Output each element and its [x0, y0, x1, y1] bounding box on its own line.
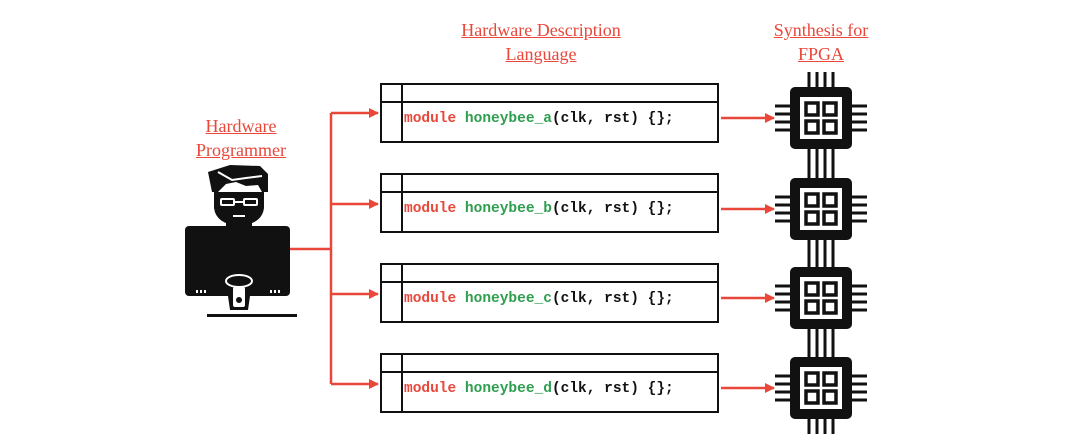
- code-box-header: [382, 265, 717, 283]
- module-signature: (clk, rst) {};: [551, 381, 674, 397]
- module-signature: (clk, rst) {};: [551, 291, 674, 307]
- code-line: module honeybee_a(clk, rst) {};: [404, 110, 674, 128]
- code-box-gutter: [401, 265, 403, 321]
- programmer-heading-line2: Programmer: [196, 140, 286, 160]
- code-box-header: [382, 175, 717, 193]
- code-box-gutter: [401, 85, 403, 141]
- code-box-header: [382, 85, 717, 103]
- programmer-heading-line1: Hardware: [205, 116, 277, 136]
- code-box-gutter: [401, 175, 403, 231]
- module-keyword: module: [404, 291, 457, 307]
- module-keyword: module: [404, 381, 457, 397]
- module-name: honeybee_c: [464, 291, 552, 307]
- code-box-header: [382, 355, 717, 373]
- code-box-module-d: module honeybee_d(clk, rst) {};: [380, 353, 719, 413]
- code-line: module honeybee_d(clk, rst) {};: [404, 380, 674, 398]
- code-line: module honeybee_c(clk, rst) {};: [404, 290, 674, 308]
- hdl-heading-line2: Language: [505, 44, 577, 64]
- code-line: module honeybee_b(clk, rst) {};: [404, 200, 674, 218]
- synth-heading-line2: FPGA: [797, 44, 845, 64]
- synth-heading-line1: Synthesis for: [773, 20, 869, 40]
- hdl-heading-line1: Hardware Description: [461, 20, 621, 40]
- module-signature: (clk, rst) {};: [551, 111, 674, 127]
- module-keyword: module: [404, 201, 457, 217]
- module-keyword: module: [404, 111, 457, 127]
- module-name: honeybee_d: [464, 381, 552, 397]
- fpga-chip-icon: [773, 250, 869, 346]
- code-box-module-b: module honeybee_b(clk, rst) {};: [380, 173, 719, 233]
- module-name: honeybee_b: [464, 201, 552, 217]
- code-box-gutter: [401, 355, 403, 411]
- fpga-chip-icon: [773, 70, 869, 166]
- module-name: honeybee_a: [464, 111, 552, 127]
- code-box-module-a: module honeybee_a(clk, rst) {};: [380, 83, 719, 143]
- code-box-module-c: module honeybee_c(clk, rst) {};: [380, 263, 719, 323]
- fpga-chip-icon: [773, 340, 869, 436]
- fpga-chip-icon: [773, 161, 869, 257]
- module-signature: (clk, rst) {};: [551, 201, 674, 217]
